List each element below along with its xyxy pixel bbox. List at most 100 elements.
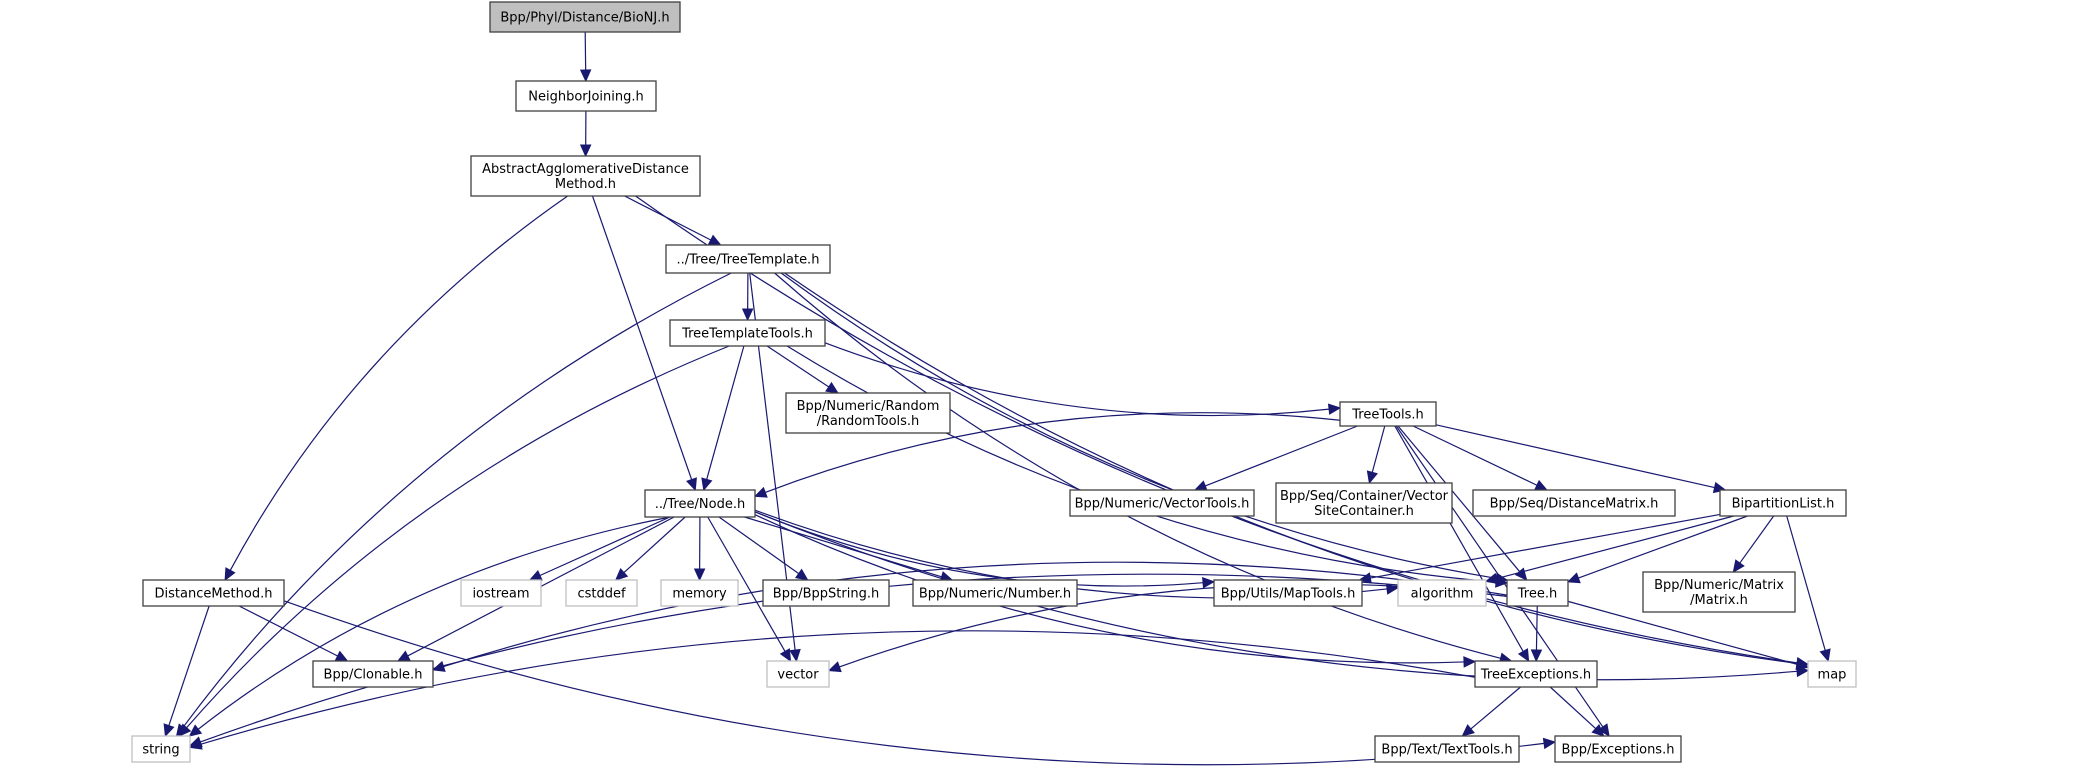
node-vectortools[interactable]: Bpp/Numeric/VectorTools.h: [1069, 489, 1255, 517]
arrowhead-node-to-cstddef: [614, 567, 629, 581]
node-clonable[interactable]: Bpp/Clonable.h: [312, 660, 434, 688]
edge-treeexc-to-string: [200, 630, 1476, 745]
node-label: DistanceMethod.h: [155, 587, 273, 602]
edge-distmethod-to-exceptions: [283, 600, 1545, 766]
node-treetemplatetools[interactable]: TreeTemplateTools.h: [669, 319, 826, 347]
node-label: Tree.h: [1517, 587, 1557, 602]
edge-treeexc-to-exceptions: [1549, 686, 1597, 730]
edge-tree-to-treeexc: [1535, 605, 1538, 651]
node-distmatrix[interactable]: Bpp/Seq/DistanceMatrix.h: [1472, 489, 1676, 517]
node-vector: vector: [766, 660, 830, 688]
node-label: iostream: [472, 587, 529, 602]
node-box: [1807, 660, 1857, 688]
node-label: /RandomTools.h: [817, 414, 920, 429]
node-bionj[interactable]: Bpp/Phyl/Distance/BioNJ.h: [489, 1, 681, 33]
edge-aadm-to-distmethod: [229, 195, 569, 571]
arrowhead-treetools-to-vectortools: [1193, 480, 1208, 492]
arrowhead-node-to-maptools: [1202, 576, 1216, 589]
node-distmethod[interactable]: DistanceMethod.h: [142, 579, 285, 607]
arrowhead-treetools-to-exceptions: [1597, 723, 1610, 737]
node-label: Bpp/Seq/Container/Vector: [1280, 489, 1449, 504]
arrowhead-distmethod-to-clonable: [334, 650, 349, 662]
arrowhead-aadm-to-treetemplate: [707, 234, 722, 246]
node-label: /Matrix.h: [1690, 593, 1748, 608]
edge-treetools-to-bipart: [1435, 424, 1715, 489]
node-exceptions[interactable]: Bpp/Exceptions.h: [1554, 735, 1682, 763]
arrowhead-tree-to-treeexc: [1530, 649, 1543, 663]
node-box: [1719, 489, 1847, 517]
node-treetemplate[interactable]: ../Tree/TreeTemplate.h: [665, 244, 831, 274]
arrowhead-treetemplatetools-to-randomtools: [825, 381, 839, 394]
arrowhead-treetemplate-to-treetemplatetools: [741, 308, 754, 322]
node-label: vector: [777, 668, 819, 683]
node-label: map: [1818, 668, 1847, 683]
arrowhead-treetemplatetools-to-treetools: [1327, 403, 1342, 415]
node-iostream: iostream: [460, 579, 542, 607]
node-node[interactable]: ../Tree/Node.h: [644, 489, 756, 518]
edge-node-to-vector: [707, 516, 786, 652]
node-box: [515, 80, 657, 112]
node-treetools[interactable]: TreeTools.h: [1339, 401, 1437, 427]
node-box: [131, 735, 191, 763]
node-box: [312, 660, 434, 688]
node-treeexc[interactable]: TreeExceptions.h: [1474, 660, 1598, 688]
arrowhead-treeexc-to-texttools: [1461, 724, 1475, 737]
node-box: [1506, 579, 1569, 607]
arrowhead-aadm-to-distmethod: [224, 567, 236, 582]
edge-treetemplate-to-string: [182, 272, 732, 728]
edge-treetools-to-treeexc: [1394, 425, 1524, 652]
node-nj[interactable]: NeighborJoining.h: [515, 80, 657, 112]
edge-tree-to-clonable: [443, 561, 1508, 668]
node-label: NeighborJoining.h: [528, 90, 644, 105]
arrowhead-node-to-treeexc: [1463, 656, 1477, 668]
node-bppstring[interactable]: Bpp/BppString.h: [762, 579, 890, 607]
node-bipart[interactable]: BipartitionList.h: [1719, 489, 1847, 517]
node-label: cstddef: [577, 587, 626, 602]
node-box: [565, 579, 638, 607]
arrowhead-bipart-to-algorithm: [1484, 572, 1499, 585]
node-box: [762, 579, 890, 607]
node-box: [1069, 489, 1255, 517]
node-maptools[interactable]: Bpp/Utils/MapTools.h: [1213, 579, 1363, 607]
arrowhead-bipart-to-matrix: [1732, 559, 1745, 573]
node-tree[interactable]: Tree.h: [1506, 579, 1569, 607]
edge-treetemplatetools-to-tree: [786, 345, 1497, 583]
arrowhead-node-to-string: [188, 724, 203, 737]
node-label: Bpp/Exceptions.h: [1562, 743, 1675, 758]
node-label: TreeTools.h: [1351, 408, 1423, 423]
node-box: [1472, 489, 1676, 517]
node-number[interactable]: Bpp/Numeric/Number.h: [912, 579, 1078, 607]
node-box: [460, 579, 542, 607]
arrowhead-node-to-iostream: [528, 570, 543, 581]
nodes-layer: Bpp/Phyl/Distance/BioNJ.hNeighborJoining…: [131, 1, 1857, 763]
arrowhead-node-to-clonable: [396, 650, 411, 662]
arrowhead-tree-to-vector: [827, 661, 842, 673]
edge-treetools-to-tree: [1397, 425, 1521, 572]
edge-treetools-to-distmatrix: [1412, 425, 1538, 486]
edge-bipart-to-tree: [1578, 515, 1748, 579]
arrowhead-distmethod-to-exceptions: [1542, 737, 1557, 750]
edge-treeexc-to-texttools: [1470, 686, 1521, 730]
node-matrix[interactable]: Bpp/Numeric/Matrix/Matrix.h: [1642, 571, 1796, 613]
node-box: [669, 319, 826, 347]
edge-node-to-map: [754, 511, 1798, 681]
node-box: [644, 489, 756, 518]
node-label: string: [142, 743, 179, 758]
node-label: AbstractAgglomerativeDistance: [482, 162, 689, 177]
edge-aadm-to-node: [591, 195, 693, 480]
edge-node-to-maptools: [754, 511, 1204, 587]
node-label: memory: [672, 587, 727, 602]
node-box: [1213, 579, 1363, 607]
edge-treetemplatetools-to-string: [186, 345, 730, 729]
node-box: [665, 244, 831, 274]
edge-distmethod-to-clonable: [238, 605, 338, 657]
node-texttools[interactable]: Bpp/Text/TextTools.h: [1374, 735, 1520, 763]
node-randomtools[interactable]: Bpp/Numeric/Random/RandomTools.h: [785, 392, 951, 434]
edge-bipart-to-algorithm: [1496, 515, 1734, 580]
node-box: [1474, 660, 1598, 688]
edge-node-to-cstddef: [623, 516, 686, 574]
node-box: [1642, 571, 1796, 613]
edge-distmethod-to-string: [168, 605, 210, 726]
